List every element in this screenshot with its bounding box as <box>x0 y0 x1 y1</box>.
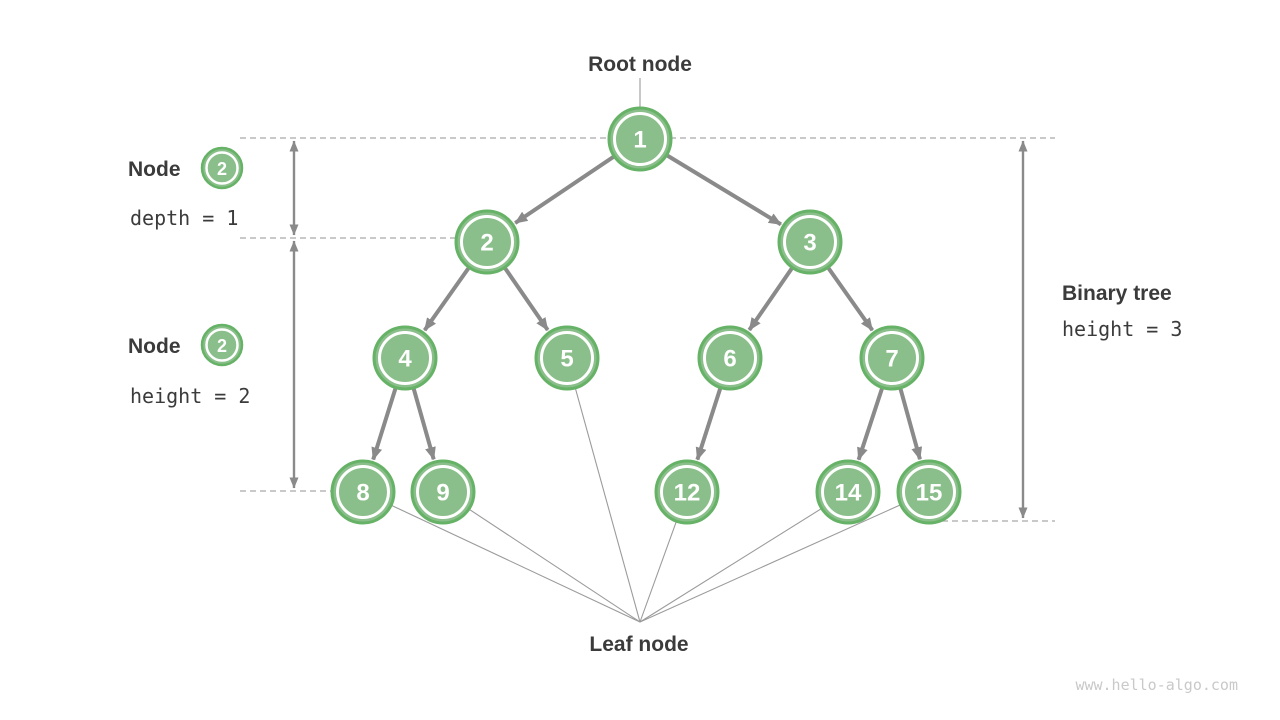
tree-node-value: 14 <box>835 480 862 507</box>
tree-node-value: 4 <box>398 346 412 373</box>
root-node-label: Root node <box>588 53 692 76</box>
tree-node-value: 5 <box>560 346 573 373</box>
tree-node-ring <box>378 331 432 385</box>
tree-edges <box>371 137 923 461</box>
node-depth-caption: depth = 1 <box>130 206 238 230</box>
node-badge-height-circle <box>200 323 244 367</box>
tree-node-circle <box>777 209 843 275</box>
leaf-node-label: Leaf node <box>589 633 688 656</box>
leaf-connector-lines <box>362 357 930 623</box>
tree-node-value: 2 <box>480 230 493 257</box>
node-badge-height-value: 2 <box>217 336 227 356</box>
tree-node: 1 <box>607 106 673 172</box>
tree-node-ring <box>821 465 875 519</box>
node-badge-depth-ring <box>205 151 239 185</box>
tree-node: 5 <box>534 325 600 391</box>
tree-node: 8 <box>330 459 396 525</box>
leaf-connector-line <box>442 491 641 623</box>
leaf-connector-line <box>566 357 641 623</box>
tree-node-ring <box>460 215 514 269</box>
node-depth-title: Node <box>128 158 181 181</box>
watermark: www.hello-algo.com <box>1075 676 1238 694</box>
node-height-caption: height = 2 <box>130 384 250 408</box>
tree-node-value: 12 <box>674 480 701 507</box>
node-badge-depth-circle <box>200 146 244 190</box>
node-badge-depth: 2 <box>200 146 244 190</box>
tree-node-circle <box>896 459 962 525</box>
tree-node-circle <box>815 459 881 525</box>
tree-node-ring <box>660 465 714 519</box>
tree-node-value: 1 <box>633 127 646 154</box>
tree-node-circle <box>410 459 476 525</box>
guide-lines <box>240 137 1055 522</box>
tree-node-circle <box>372 325 438 391</box>
tree-node-value: 8 <box>356 480 369 507</box>
node-height-title: Node <box>128 335 181 358</box>
tree-node: 3 <box>777 209 843 275</box>
node-badge-depth-value: 2 <box>217 159 227 179</box>
tree-node-value: 7 <box>885 346 898 373</box>
tree-node: 6 <box>697 325 763 391</box>
tree-node-circle <box>607 106 673 172</box>
tree-node-ring <box>416 465 470 519</box>
tree-height-title: Binary tree <box>1062 282 1172 305</box>
annotation-node-depth: Node 2 depth = 1 <box>128 146 244 230</box>
tree-node-value: 3 <box>803 230 816 257</box>
annotation-node-height: Node 2 height = 2 <box>128 323 250 408</box>
tree-node-ring <box>902 465 956 519</box>
tree-node: 12 <box>654 459 720 525</box>
tree-node: 2 <box>454 209 520 275</box>
tree-height-caption: height = 3 <box>1062 317 1182 341</box>
tree-node: 15 <box>896 459 962 525</box>
leaf-connector-line <box>639 491 849 623</box>
tree-node-value: 15 <box>916 480 943 507</box>
tree-node-circle <box>330 459 396 525</box>
tree-node-circle <box>534 325 600 391</box>
tree-node: 14 <box>815 459 881 525</box>
tree-node-ring <box>540 331 594 385</box>
tree-node: 4 <box>372 325 438 391</box>
tree-node-ring <box>613 112 667 166</box>
tree-node-ring <box>783 215 837 269</box>
leaf-connector-line <box>639 491 930 623</box>
tree-node-value: 6 <box>723 346 736 373</box>
tree-node-ring <box>703 331 757 385</box>
measure-arrows <box>289 140 1028 519</box>
tree-node-ring <box>865 331 919 385</box>
tree-node-ring <box>336 465 390 519</box>
tree-node-circle <box>697 325 763 391</box>
tree-node-circle <box>859 325 925 391</box>
node-badge-height: 2 <box>200 323 244 367</box>
node-badge-height-ring <box>205 328 239 362</box>
annotation-tree-height: Binary tree height = 3 <box>1062 282 1182 341</box>
tree-node: 7 <box>859 325 925 391</box>
leaf-connector-line <box>362 491 641 623</box>
tree-node-value: 9 <box>436 480 449 507</box>
tree-node: 9 <box>410 459 476 525</box>
tree-node-circle <box>654 459 720 525</box>
tree-node-circle <box>454 209 520 275</box>
